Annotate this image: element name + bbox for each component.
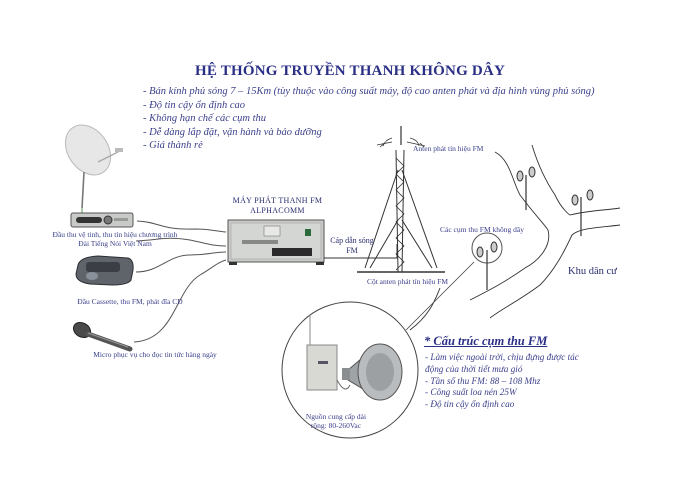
street-speaker-2-icon	[571, 189, 594, 236]
satellite-dish-icon	[64, 124, 123, 213]
feature-item: - Giá thành rẻ	[143, 140, 203, 152]
transmitter-label: MÁY PHÁT THANH FM ALPHACOMM	[232, 196, 323, 215]
feature-list: - Bán kính phủ sóng 7 – 15Km (tùy thuộc …	[143, 85, 594, 153]
page-title: HỆ THỐNG TRUYỀN THANH KHÔNG DÂY	[195, 63, 505, 79]
antenna-label: Anten phát tín hiệu FM	[413, 144, 484, 153]
source-cables	[133, 220, 227, 343]
feature-item: - Dễ dàng lắp đặt, vận hành và bảo dưỡng	[143, 126, 322, 138]
spec-item: - Độ tin cậy ổn định cao	[425, 399, 515, 410]
street-speaker-1-icon	[516, 166, 536, 210]
receiver-spec-list: - Làm việc ngoài trời, chịu đựng được tá…	[425, 352, 579, 411]
receiver-spec-heading: * Cấu trúc cụm thu FM	[424, 334, 548, 348]
tower-label: Cột anten phát tín hiệu FM	[366, 277, 449, 286]
spec-item: động của thời tiết mưa gió	[425, 363, 523, 374]
feeder-cable-label: Cáp dẫn sóng FM	[330, 236, 374, 255]
cassette-player-icon	[75, 255, 134, 286]
satellite-receiver-label: Đầu thu vệ tinh, thu tín hiệu chương trì…	[52, 230, 178, 248]
antenna-tower-icon	[357, 126, 445, 273]
receiver-detail-circle	[281, 301, 419, 439]
power-supply-box-icon	[306, 315, 338, 391]
feature-item: - Không hạn chế các cụm thu	[143, 113, 267, 125]
microphone-icon	[72, 321, 133, 352]
horn-speaker-icon	[336, 343, 403, 401]
microphone-label: Micro phục vụ cho đọc tin tức hàng ngày	[93, 350, 217, 359]
cassette-label: Đầu Cassette, thu FM, phát đĩa CD	[77, 297, 183, 306]
spec-item: - Tần số thu FM: 88 – 108 Mhz	[425, 375, 541, 386]
power-supply-label: Nguồn cung cấp dải rộng: 80-260Vac	[305, 412, 367, 430]
residential-area-label: Khu dân cư	[568, 266, 617, 277]
spec-item: - Công suất loa nén 25W	[425, 387, 517, 398]
satellite-receiver-icon	[70, 212, 134, 228]
fm-transmitter-icon	[227, 219, 325, 265]
feature-item: - Bán kính phủ sóng 7 – 15Km (tùy thuộc …	[143, 86, 595, 97]
feature-item: - Độ tin cậy ổn định cao	[143, 99, 246, 111]
street-speaker-3-icon	[471, 232, 503, 290]
residential-roads	[409, 144, 621, 331]
feeder-cable-line	[324, 244, 398, 259]
spec-item: - Làm việc ngoài trời, chịu đựng được tá…	[425, 352, 579, 362]
receivers-label: Các cụm thu FM không dây	[440, 225, 524, 234]
